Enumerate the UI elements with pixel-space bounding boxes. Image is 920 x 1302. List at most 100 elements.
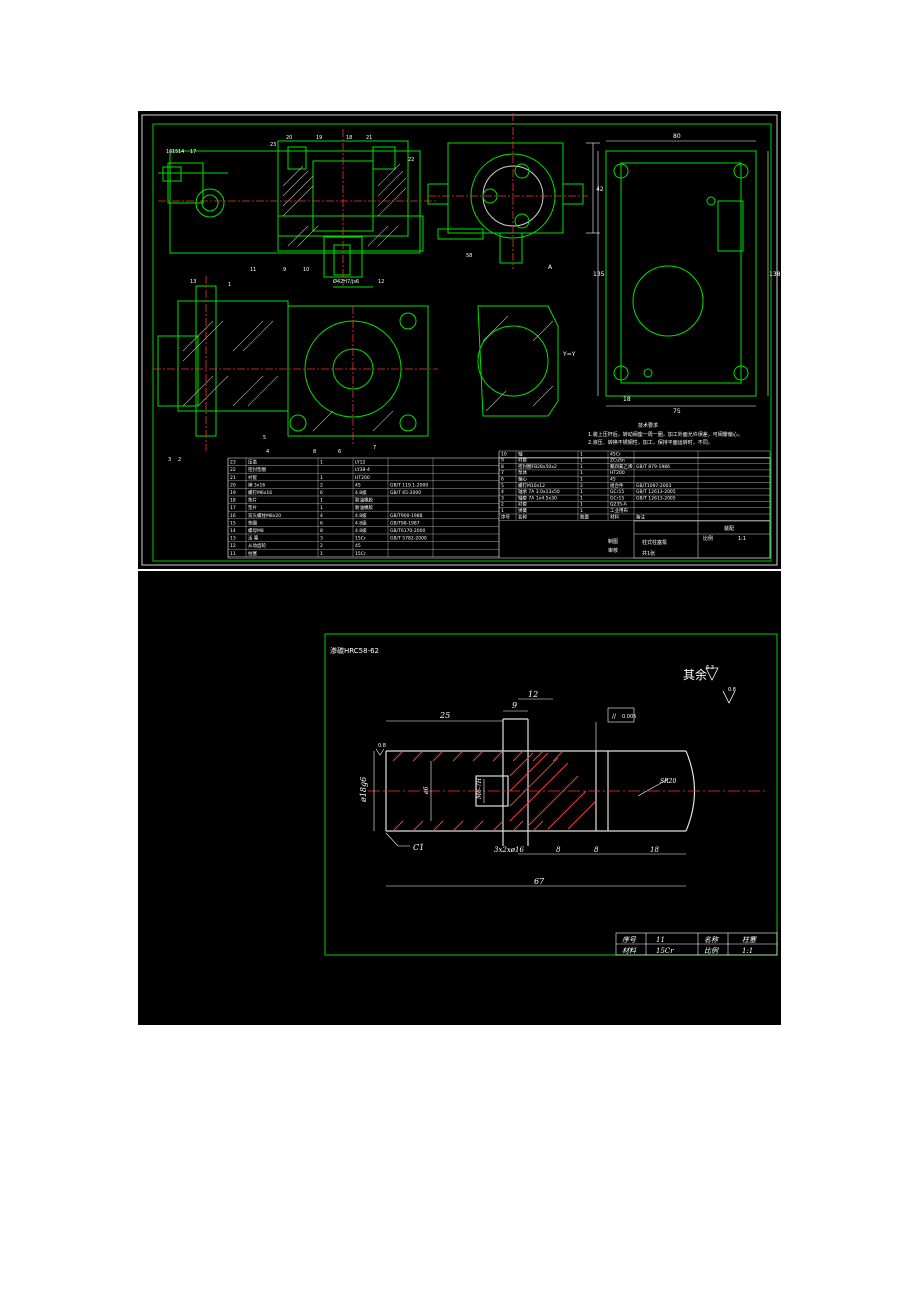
leader-5: 5 [263,435,266,441]
bom-left-cell: 45 [355,543,361,549]
bom-right-cell: 衬套 [518,501,527,508]
leader-6: 6 [338,449,341,455]
bom-right-cell: 1 [580,477,583,483]
drawing-frame [152,123,772,562]
bom-right-cell: 1 [580,508,583,514]
bom-left-cell: 4.8级 [355,527,367,534]
bom-right-cell: HT200 [610,470,625,476]
bom-left-cell: 18 [230,498,236,504]
title-block-drawn: 制图 [608,538,618,545]
bom-left-cell: 17 [230,505,236,511]
bom-right-cell: 45 [610,477,616,483]
bom-left-cell: HT200 [355,475,370,481]
plan-view [605,150,757,397]
bom-left-cell: 2 [320,543,323,549]
bom-right-cell: 聚四氟乙烯 [610,463,633,470]
bom-left-cell: 2 [320,482,323,488]
bom-left-cell: 1 [320,460,323,466]
plan-dim-small: 18 [623,396,631,403]
bom-right-cell: 1 [580,495,583,501]
bom-right-cell: 螺钉M10x12 [518,482,545,489]
bottom-fit-label: Ø42H7/js6 [333,278,359,285]
leader-4: 4 [266,449,269,455]
bom-left-cell: GB/T 119.1-2000 [390,482,428,488]
bom-right-cell: 轴 [518,450,523,457]
bom-right-cell: GB/T1097-2003 [636,483,672,489]
tb-scale-label: 比例 [704,947,719,955]
bom-right-cell: 2 [580,483,583,489]
leader-15: 15 [172,149,178,155]
dim-25: 25 [439,711,450,720]
tech-req-line1: 1.装上压杆后，转动阀座一周一圈，加工外面允许误差，可阀瓣偏心。 [588,431,743,438]
bom-right-cell: 5 [501,483,504,489]
bom-right-cell: 1 [580,464,583,470]
bom-right-cell: GCr15 [610,495,624,501]
leader-1: 1 [228,282,231,288]
bom-right-cell: ZCuSn [610,458,625,464]
title-block-scale-label: 比例 [703,535,713,542]
bom-left-cell: GB/T 65-2000 [390,490,421,496]
dim-thread: M6-7H [476,777,483,800]
leader-11: 11 [250,267,256,273]
section-label: Y=Y [562,351,576,358]
part-drawing-sheet: 渗碳HRC58-62 其余 6.3 0.8 [138,571,781,1025]
bom-right-cell: GCr15 [610,489,624,495]
tolerance-symbol: // [612,713,617,720]
front-view [158,140,424,288]
bom-left-cell: LY12 [355,460,366,466]
dim-9: 9 [512,701,517,710]
bom-right-cell: 2 [501,502,504,508]
plan-dim-top: 80 [673,133,681,140]
bom-left-cell: 4.8级 [355,519,367,526]
assembly-drawing-sheet: 42 80 138 135 75 18 [138,111,781,569]
bom-left-cell: 耐油橡胶 [355,504,373,511]
bom-right-cell: 1 [580,458,583,464]
bom-left-cell: GB/T98-1987 [390,520,420,526]
title-block-name: 柱式柱塞泵 [642,539,667,546]
part-frame [324,633,778,956]
dim-8a: 8 [556,846,561,854]
bom-left-cell: 螺母M8 [248,527,264,534]
dim-chamfer: C1 [413,843,424,852]
bom-right-cell: 45Cr [610,451,621,457]
heat-treatment-note: 渗碳HRC58-62 [330,646,379,655]
bom-left-cell: 4.8级 [355,489,367,496]
plunger-outline [385,718,696,846]
plunger-hatching [392,750,597,832]
leader-3: 3 [168,457,171,463]
bom-left-cell: 双头螺柱M8x20 [248,512,281,519]
bom-right-cell: 3 [501,495,504,501]
section-view [157,285,429,437]
leader-10: 10 [303,267,309,273]
tb-material-label: 材料 [622,947,637,955]
bom-right-cell: Q235-A [610,502,628,508]
bom-right-cell: 轴套 7A 1x4.5x30 [518,494,557,501]
bom-right-cell: 工业用布 [610,507,628,514]
bom-left-cell: 耐油橡胶 [355,497,373,504]
bom-left-cell: 密封垫圈 [248,466,266,473]
rest-roughness-label: 其余 [683,667,707,682]
bom-left-cell: 4 [320,513,323,519]
bom-left-cell: 1 [320,551,323,557]
dim-sphere-radius: SR20 [660,778,676,785]
title-block-checked: 审核 [608,547,618,554]
tech-req-line2: 2.液压、转换不锈钢性，加工，保持平面运转时，不同。 [588,439,713,446]
title-block-scale: 1:1 [738,536,746,542]
bom-left-cell: 1 [320,505,323,511]
bom-left-cell: 销 3x16 [248,481,265,488]
bom-right-cell: GB/T 12613-2005 [636,489,676,495]
bom-left-cell: 压盖 [248,459,257,466]
roughness-value-2: 0.8 [728,687,736,693]
plan-dim-right: 138 [769,271,781,278]
assembly-title-block [633,520,771,559]
bom-right-cell: 8 [501,464,504,470]
bom-left-cell: 15Cr [355,536,366,542]
bom-right-cell: 1 [580,451,583,457]
bom-left-cell: 螺钉M6x16 [248,489,272,496]
dim-diameter: ø18g6 [359,777,368,803]
bom-left-cell: 8 [320,528,323,534]
outer-border [141,114,778,566]
dim-8b: 8 [594,846,599,854]
bom-left-cell: GB/T6170-2000 [390,528,426,534]
